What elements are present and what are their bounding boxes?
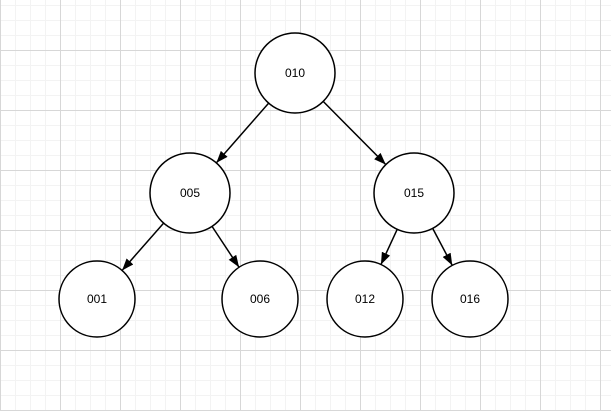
tree-edge[interactable] (380, 228, 398, 265)
tree-node[interactable]: 012 (326, 260, 404, 338)
tree-edge[interactable] (215, 102, 270, 164)
node-label: 005 (180, 186, 200, 200)
tree-edge[interactable] (432, 228, 453, 266)
nodes-layer: 010 005 015 001 006 012 016 (58, 32, 509, 338)
tree-node[interactable]: 006 (221, 260, 299, 338)
node-label: 016 (460, 292, 480, 306)
node-circle (373, 152, 455, 234)
node-label: 006 (250, 292, 270, 306)
edges-layer (121, 100, 453, 271)
tree-node[interactable]: 001 (58, 260, 136, 338)
tree-node[interactable]: 010 (254, 32, 336, 114)
tree-edge[interactable] (322, 100, 387, 166)
node-circle (149, 152, 231, 234)
tree-node[interactable]: 005 (149, 152, 231, 234)
node-circle (326, 260, 404, 338)
tree-node[interactable]: 016 (431, 260, 509, 338)
node-circle (254, 32, 336, 114)
tree-edge[interactable] (211, 225, 240, 268)
node-circle (58, 260, 136, 338)
node-circle (221, 260, 299, 338)
node-label: 010 (285, 66, 305, 80)
tree-edge[interactable] (121, 222, 165, 271)
node-label: 012 (355, 292, 375, 306)
tree-node[interactable]: 015 (373, 152, 455, 234)
node-label: 001 (87, 292, 107, 306)
node-label: 015 (404, 186, 424, 200)
node-circle (431, 260, 509, 338)
